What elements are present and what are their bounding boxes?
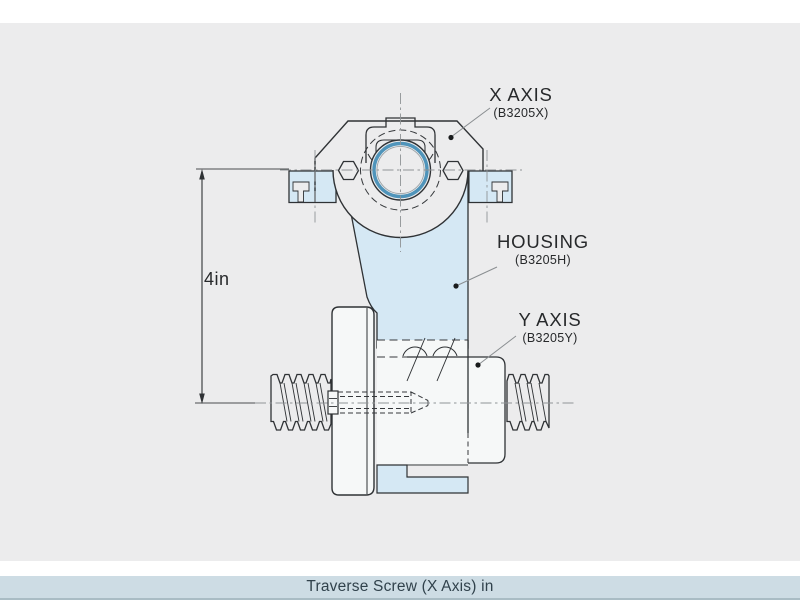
left-wing-t-slot: [292, 181, 310, 203]
y-nut-block-fill: [407, 357, 505, 463]
set-screw-hex-head: [327, 390, 339, 415]
thread-relief-arcs: [402, 346, 458, 357]
y-axis-code: (B3205Y): [522, 331, 578, 345]
thread-relief-diagonals: [406, 337, 456, 382]
dimension-4in: [195, 168, 289, 404]
housing-callout: HOUSING (B3205H): [493, 232, 593, 268]
set-screw: [327, 390, 429, 415]
y-axis-assembly: [255, 306, 577, 496]
housing-leader-dot: [453, 283, 459, 289]
caption-bar: Traverse Screw (X Axis) in: [0, 576, 800, 600]
housing-title: HOUSING: [497, 231, 589, 252]
right-hex-bolt: [442, 160, 464, 181]
x-axis-title: X AXIS: [489, 84, 553, 105]
y-axis-leader-dot: [475, 362, 481, 368]
caption-text: Traverse Screw (X Axis) in: [306, 578, 494, 595]
set-screw-point: [410, 391, 429, 414]
housing-leader: [455, 266, 498, 287]
leader-lines: [448, 107, 517, 368]
x-axis-leader: [450, 107, 491, 138]
y-axis-leader: [477, 335, 517, 366]
dimension-label: 4in: [204, 269, 230, 289]
traverse-screw-left: [270, 373, 332, 431]
right-wing-t-slot: [491, 181, 509, 203]
x-axis-callout: X AXIS (B3205X): [471, 85, 571, 121]
arrowhead-up: [199, 169, 205, 180]
traverse-screw-right: [506, 373, 550, 431]
set-screw-body-hidden: [338, 391, 412, 414]
x-axis-leader-dot: [448, 134, 454, 141]
left-hex-bolt: [337, 160, 360, 181]
y-nut-block-outline: [407, 356, 506, 464]
x-axis-bearing-assembly: [280, 93, 522, 349]
y-axis-title: Y AXIS: [518, 309, 582, 330]
arrowhead-down: [199, 393, 205, 404]
y-axis-callout: Y AXIS (B3205Y): [500, 310, 600, 346]
housing-base-blue: [376, 464, 469, 494]
flange-disc: [331, 306, 375, 496]
housing-code: (B3205H): [515, 253, 571, 267]
x-axis-code: (B3205X): [493, 106, 549, 120]
